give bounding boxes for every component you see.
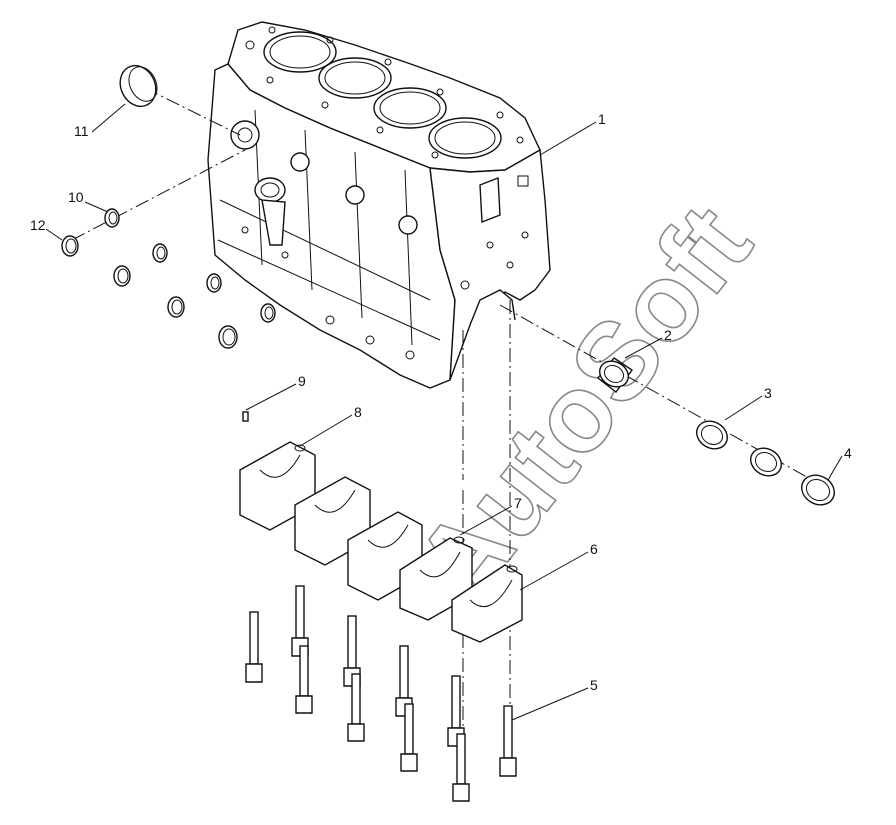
plug-ring-10: [104, 208, 120, 228]
bolt: [347, 673, 365, 742]
callout-3: 3: [764, 385, 772, 401]
callout-1: 1: [598, 111, 606, 127]
callout-2: 2: [664, 327, 672, 343]
plug-ring-group: [113, 243, 276, 349]
bearing-caps: [239, 441, 523, 643]
callout-5: 5: [590, 677, 598, 693]
bolt: [452, 733, 470, 802]
callout-8: 8: [354, 404, 362, 420]
callout-9: 9: [298, 373, 306, 389]
bearing-cap-6: [451, 564, 523, 643]
dowel-pin-9: [242, 411, 249, 422]
callout-12: 12: [30, 217, 46, 233]
bushing-2: [597, 357, 633, 393]
bushing-3b: [749, 447, 783, 477]
core-plug-11: [119, 64, 158, 108]
callout-4: 4: [844, 445, 852, 461]
cap-bolts: [245, 585, 517, 802]
bolt: [447, 675, 465, 747]
bolt: [295, 645, 313, 714]
bolt: [400, 703, 418, 772]
callout-7: 7: [514, 495, 522, 511]
callout-6: 6: [590, 541, 598, 557]
bolt: [245, 611, 263, 683]
callout-11: 11: [74, 123, 89, 139]
bolt: [499, 705, 517, 777]
callout-10: 10: [68, 189, 84, 205]
bushing-3: [695, 420, 729, 450]
leader-lines: [45, 103, 843, 721]
cylinder-block: [207, 21, 551, 389]
callout-labels: 1 2 3 4 5 6 7 8 9 10 11 12: [30, 111, 852, 693]
plug-ring-12: [61, 235, 79, 257]
bushing-4: [800, 474, 836, 506]
